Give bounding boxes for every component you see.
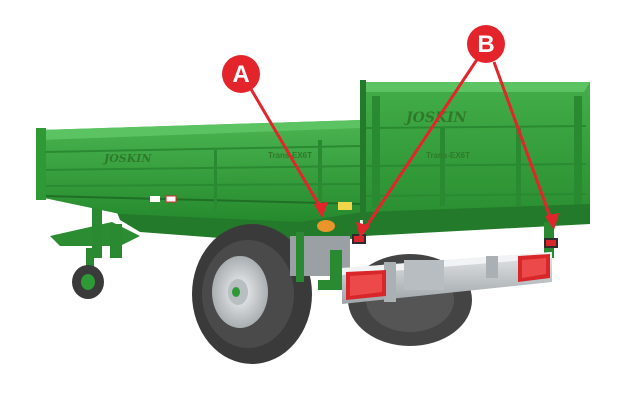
callout-b-badge: B (467, 25, 505, 63)
model-label-rear: Trans-EX6T (426, 151, 470, 160)
rear-frame (362, 204, 590, 236)
brand-logo-rear: JOSKIN (403, 110, 468, 126)
callout-b-letter: B (477, 31, 494, 58)
marker-lights (317, 220, 558, 248)
axle-assembly (290, 222, 554, 290)
drawbar (50, 208, 140, 258)
main-wheel (192, 224, 312, 364)
side-panel: JOSKIN Trans-EX6T (36, 120, 363, 222)
jockey-wheel (72, 248, 104, 299)
callout-b-arrows (356, 57, 559, 238)
brand-logo-side: JOSKIN (102, 152, 152, 165)
callout-a-badge: A (222, 55, 260, 93)
rear-panel: JOSKIN Trans-EX6T (360, 80, 590, 220)
callout-a-letter: A (232, 61, 249, 88)
callout-a-arrow (246, 83, 328, 218)
rear-light-bar (342, 252, 552, 304)
